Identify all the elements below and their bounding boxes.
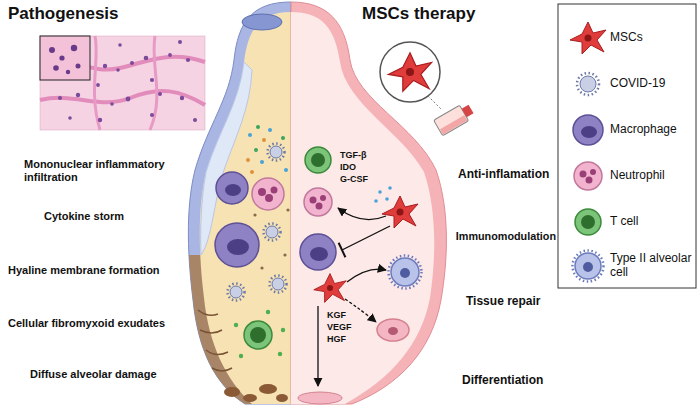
factor-label: G-CSF xyxy=(340,174,368,184)
pathology-label: Diffuse alveolar damage xyxy=(30,368,157,381)
neutrophil-cell xyxy=(252,178,284,210)
damaged-alveolus xyxy=(150,2,291,406)
virus-particle xyxy=(228,144,287,301)
therapy-label: Immunomodulation xyxy=(456,230,556,242)
pathology-label: Cytokine storm xyxy=(44,210,124,223)
pathology-label: Cellular fibromyxoid exudates xyxy=(8,317,165,330)
pathology-label: Hyaline membrane formation xyxy=(8,264,160,277)
macrophage-cell xyxy=(215,172,259,267)
therapy-label: Tissue repair xyxy=(466,295,540,309)
therapy-label: Anti-inflamation xyxy=(458,168,549,182)
factor-label: VEGF xyxy=(327,322,352,332)
factor-label: HGF xyxy=(327,334,346,344)
legend-label: MSCs xyxy=(610,31,694,45)
legend-label: Macrophage xyxy=(610,123,694,137)
factor-label: KGF xyxy=(327,310,346,320)
factor-label: IDO xyxy=(340,162,356,172)
section-heading: Pathogenesis xyxy=(8,4,119,24)
factor-label: TGF-β xyxy=(340,150,367,160)
section-heading: MSCs therapy xyxy=(362,4,475,24)
legend-label: Type II alveolar cell xyxy=(610,252,694,280)
histology-image xyxy=(40,36,205,130)
legend-label: Neutrophil xyxy=(610,169,694,183)
legend-label: COVID-19 xyxy=(610,77,694,91)
therapy-arrows xyxy=(318,208,390,386)
t-cell xyxy=(234,310,285,358)
therapy-label: Differentiation xyxy=(462,374,543,388)
legend-box xyxy=(558,4,696,288)
legend-label: T cell xyxy=(610,215,694,229)
healthy-alveolus xyxy=(291,2,446,404)
msc-culture xyxy=(380,42,476,136)
pathology-label: Mononuclear inflammatory infiltration xyxy=(24,158,176,183)
